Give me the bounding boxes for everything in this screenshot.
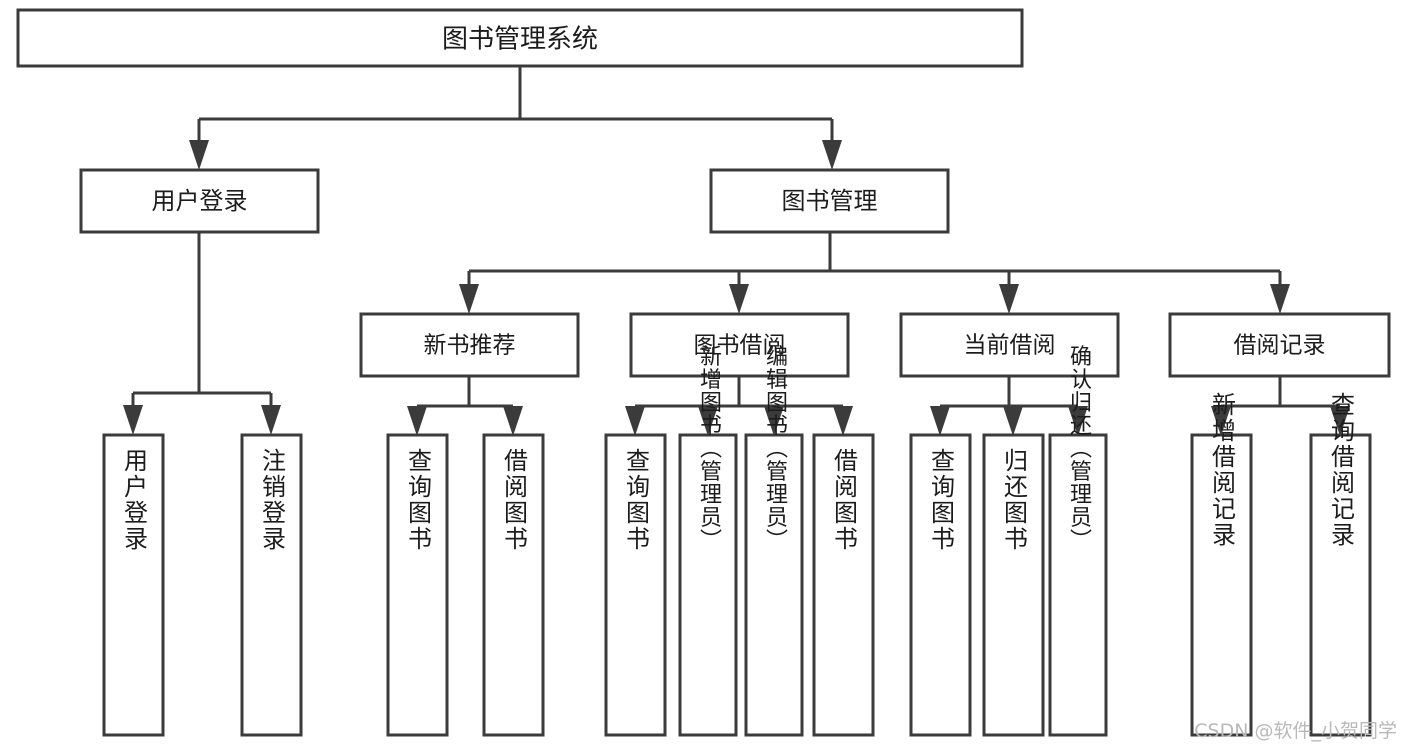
arrow-icon [407, 406, 427, 436]
leaf-query-book-3[interactable]: 查询图书 [909, 433, 972, 737]
leaf-query-book-2-label: 查询图书 [622, 448, 650, 552]
leaf-query-book-1[interactable]: 查询图书 [386, 433, 449, 737]
leaf-user-login-label: 用户登录 [120, 448, 148, 552]
node-new-book-recommend-label: 新书推荐 [424, 333, 516, 359]
connector-bookmanage-to-level3 [459, 232, 1290, 314]
node-book-borrow-label: 图书借阅 [694, 333, 786, 359]
node-book-manage-label: 图书管理 [782, 187, 878, 215]
connector-bookborrow-to-leaves [625, 376, 853, 436]
arrow-icon [1270, 284, 1290, 314]
leaf-edit-book-admin[interactable]: 编辑图书（管理员） [744, 345, 804, 737]
arrow-icon [189, 140, 209, 170]
arrow-icon [930, 406, 950, 436]
leaf-add-borrow-record[interactable]: 新增借阅记录 [1190, 392, 1253, 737]
connector-root-to-level2 [189, 66, 842, 170]
arrow-icon [999, 284, 1019, 314]
node-borrow-record[interactable]: 借阅记录 [1168, 312, 1391, 378]
leaf-logout-login[interactable]: 注销登录 [240, 433, 303, 737]
node-book-manage[interactable]: 图书管理 [709, 168, 950, 234]
leaf-borrow-book-2[interactable]: 借阅图书 [812, 433, 875, 737]
connector-userlogin-to-leaves [123, 232, 281, 435]
leaf-user-login[interactable]: 用户登录 [102, 433, 165, 737]
leaf-query-borrow-record-label: 查询借阅记录 [1327, 392, 1355, 548]
leaf-return-book[interactable]: 归还图书 [982, 433, 1045, 737]
connector-borrowrecord-to-leaves [1211, 376, 1350, 436]
leaf-borrow-book-2-label: 借阅图书 [830, 448, 858, 552]
leaf-query-book-2[interactable]: 查询图书 [604, 433, 667, 737]
node-current-borrow-label: 当前借阅 [964, 333, 1056, 359]
node-current-borrow[interactable]: 当前借阅 [899, 312, 1120, 378]
arrow-icon [729, 284, 749, 314]
leaf-query-book-3-label: 查询图书 [927, 448, 955, 552]
arrow-icon [833, 406, 853, 436]
arrow-icon [822, 140, 842, 170]
arrow-icon [625, 406, 645, 436]
leaf-add-book-admin[interactable]: 新增图书（管理员） [678, 345, 738, 737]
node-new-book-recommend[interactable]: 新书推荐 [359, 312, 580, 378]
arrow-icon [459, 284, 479, 314]
arrow-icon [261, 405, 281, 435]
leaf-return-book-label: 归还图书 [1000, 448, 1028, 552]
leaf-query-borrow-record[interactable]: 查询借阅记录 [1309, 392, 1372, 737]
leaf-add-book-admin-label: 新增图书（管理员） [696, 345, 722, 552]
leaf-query-book-1-label: 查询图书 [404, 448, 432, 552]
leaf-logout-login-label: 注销登录 [258, 448, 286, 552]
leaf-edit-book-admin-label: 编辑图书（管理员） [762, 345, 788, 552]
node-user-login-label: 用户登录 [152, 187, 248, 215]
node-root[interactable]: 图书管理系统 [16, 8, 1024, 68]
leaf-borrow-book-1[interactable]: 借阅图书 [482, 433, 545, 737]
arrow-icon [1003, 406, 1023, 436]
leaf-confirm-return-admin[interactable]: 确认归还（管理员） [1048, 345, 1108, 737]
node-borrow-record-label: 借阅记录 [1234, 333, 1326, 359]
node-book-borrow[interactable]: 图书借阅 [629, 312, 850, 378]
arrow-icon [503, 406, 523, 436]
connector-newbook-to-leaves [407, 376, 523, 436]
leaf-confirm-return-admin-label: 确认归还（管理员） [1066, 345, 1092, 552]
arrow-icon [123, 405, 143, 435]
leaf-borrow-book-1-label: 借阅图书 [500, 448, 528, 552]
node-user-login[interactable]: 用户登录 [79, 168, 320, 234]
connector-currentborrow-to-leaves [930, 376, 1088, 436]
node-root-label: 图书管理系统 [442, 25, 598, 55]
csdn-watermark: CSDN @软件_小贺同学 [1194, 720, 1397, 742]
leaf-add-borrow-record-label: 新增借阅记录 [1208, 392, 1236, 548]
